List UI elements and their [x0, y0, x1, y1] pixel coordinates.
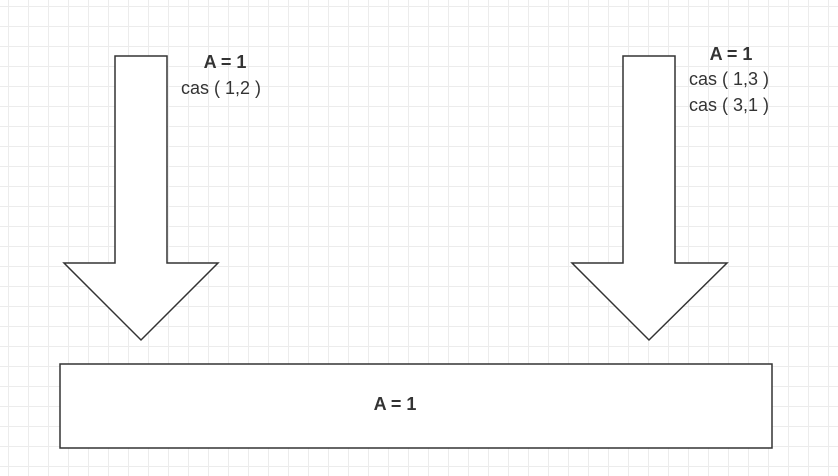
shared-memory-box[interactable] — [59, 363, 773, 449]
right-arrow-cas-label-1: cas ( 1,3 ) — [689, 69, 769, 89]
right-arrow-value-label: A = 1 — [710, 44, 753, 64]
right-down-arrow[interactable] — [570, 55, 729, 342]
left-down-arrow[interactable] — [62, 55, 220, 342]
right-arrow-cas-label-2: cas ( 3,1 ) — [689, 95, 769, 115]
left-arrow-cas-label: cas ( 1,2 ) — [181, 78, 261, 98]
memory-box-label: A = 1 — [374, 394, 417, 414]
left-arrow-value-label: A = 1 — [204, 52, 247, 72]
